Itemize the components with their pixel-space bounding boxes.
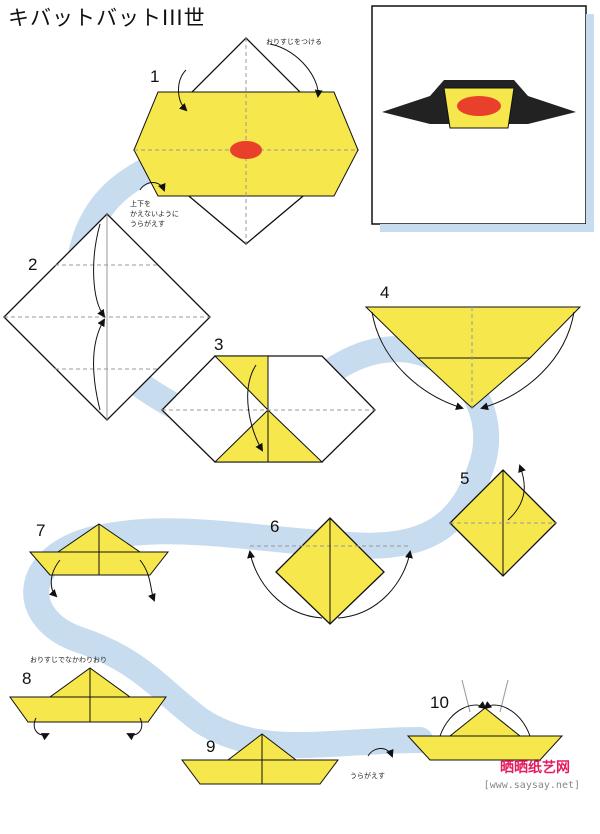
step-label-3: 3 bbox=[214, 335, 223, 354]
step-2-diagram bbox=[4, 214, 210, 420]
step-10-diagram bbox=[408, 680, 562, 760]
flip-note-1: 上下を bbox=[130, 199, 151, 208]
flip-note-3: うらがえす bbox=[130, 219, 165, 228]
finished-model-box bbox=[372, 6, 594, 232]
step-label-8: 8 bbox=[22, 669, 31, 688]
watermark-brand: 晒晒纸艺网 bbox=[500, 757, 570, 777]
crease-note: おりすじをつける bbox=[266, 38, 322, 46]
turn-over-note: うらがえす bbox=[350, 771, 385, 780]
step-label-5: 5 bbox=[460, 469, 469, 488]
watermark-url: [www.saysay.net] bbox=[484, 780, 580, 791]
step-label-10: 10 bbox=[430, 693, 449, 712]
step-label-2: 2 bbox=[28, 255, 37, 274]
step-label-4: 4 bbox=[380, 283, 389, 302]
step-label-7: 7 bbox=[36, 521, 45, 540]
step-label-6: 6 bbox=[270, 517, 279, 536]
step-label-9: 9 bbox=[206, 737, 215, 756]
flip-note-2: かえないように bbox=[130, 210, 179, 218]
step-label-1: 1 bbox=[150, 67, 159, 86]
valley-note: おりすじでなかわりおり bbox=[30, 656, 107, 664]
